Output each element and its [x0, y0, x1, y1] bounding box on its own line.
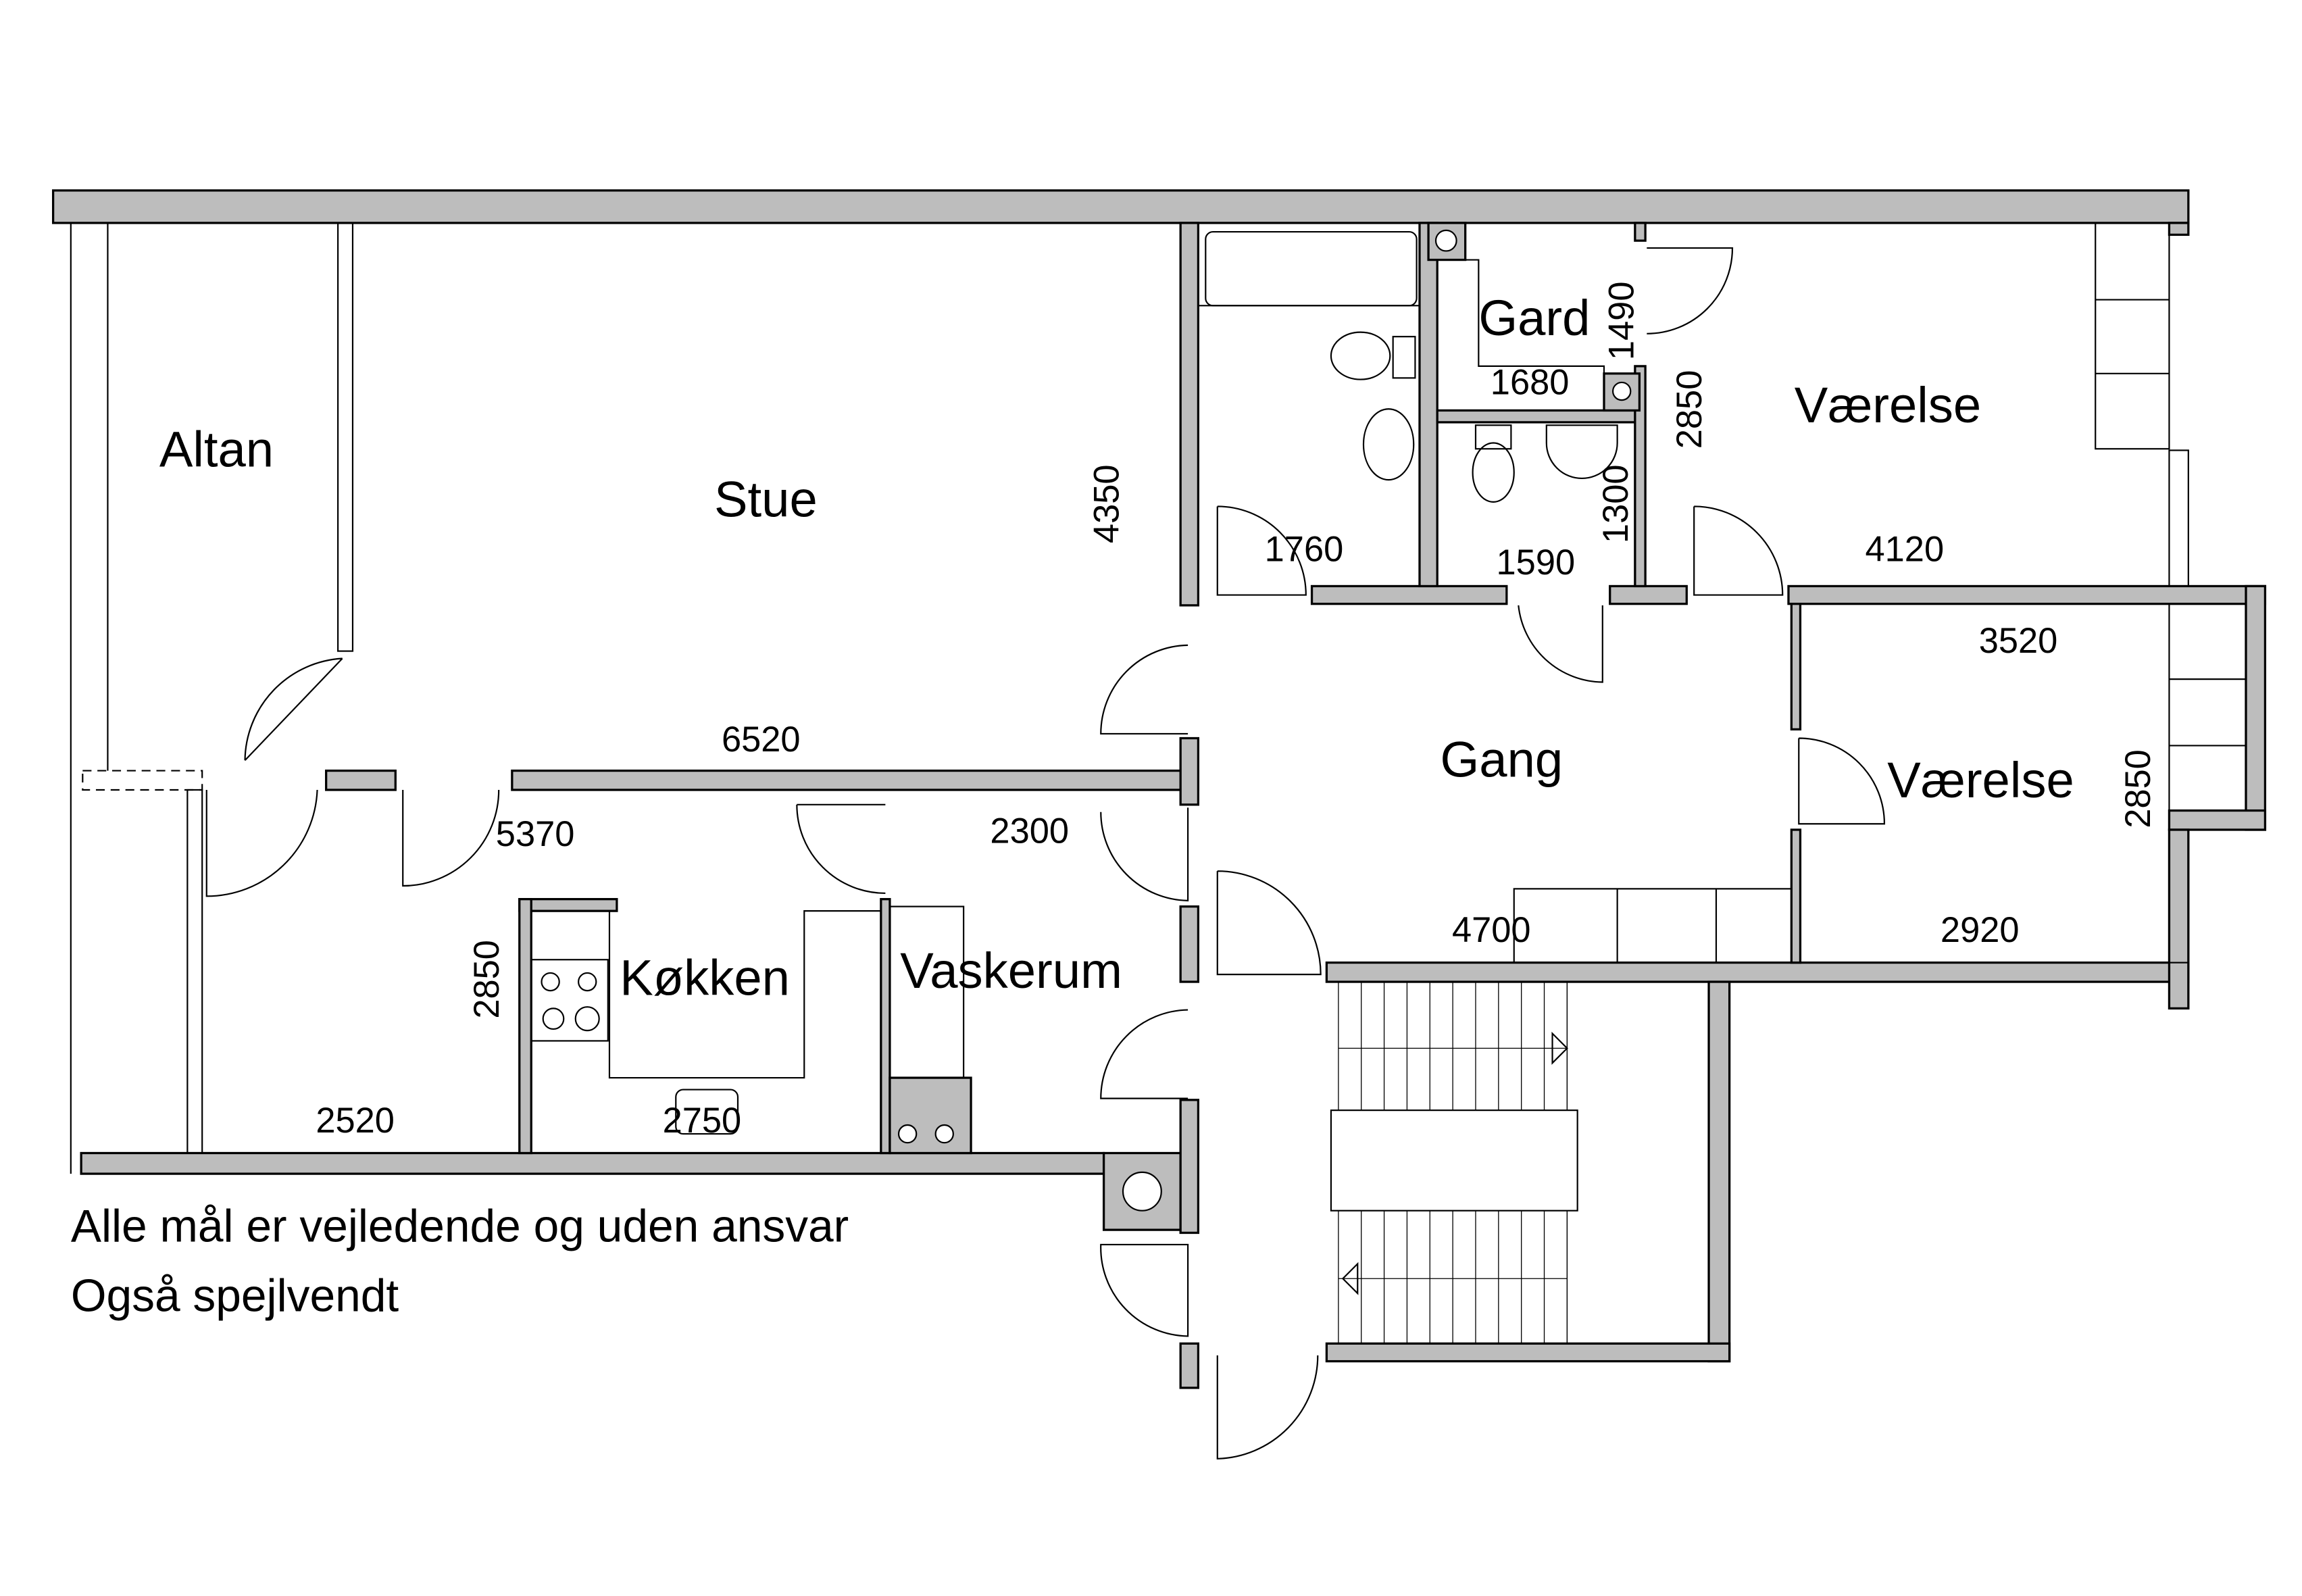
- dim-label: 2920: [1941, 911, 2020, 950]
- dim-label: 1300: [1597, 464, 1636, 543]
- dim-label: 2850: [1670, 370, 1709, 449]
- sink-icon: [1362, 408, 1415, 481]
- dim-label: 6520: [722, 720, 801, 759]
- dim-label: 4120: [1866, 530, 1945, 569]
- room-stue: Stue: [714, 472, 818, 528]
- dim-label: 2850: [2119, 749, 2158, 828]
- toilet-icon: [1472, 442, 1515, 503]
- dim-label: 2850: [468, 940, 507, 1019]
- dim-label: 2750: [663, 1101, 742, 1141]
- sink-icon: [1545, 424, 1618, 480]
- bathtub-icon: [1205, 230, 1418, 307]
- room-gang: Gang: [1441, 731, 1563, 787]
- fixtures: [70, 222, 2247, 1460]
- dim-label: 5370: [496, 815, 575, 854]
- dim-label: 1590: [1497, 543, 1576, 582]
- dim-label: 4350: [1087, 464, 1126, 543]
- walls: [51, 189, 2267, 1389]
- room-kokken: Køkken: [620, 950, 790, 1006]
- room-vaerelse-1: Værelse: [1795, 377, 1981, 433]
- room-labels: Altan Stue Gard Værelse Værelse Gang Køk…: [159, 290, 2074, 1006]
- dim-label: 2300: [990, 812, 1069, 851]
- dim-label: 1680: [1491, 363, 1570, 402]
- mirror-note: Også spejlvendt: [71, 1270, 399, 1321]
- dim-label: 3520: [1979, 622, 2058, 661]
- dim-label: 4700: [1452, 911, 1531, 950]
- chimney-icon: [1122, 1171, 1162, 1212]
- toilet-icon: [1330, 331, 1391, 380]
- dim-label: 1760: [1265, 530, 1344, 569]
- room-vaerelse-2: Værelse: [1887, 752, 2074, 808]
- staircase: [1330, 982, 1578, 1344]
- dim-label: 1490: [1603, 282, 1642, 361]
- room-vaskerum: Vaskerum: [900, 943, 1122, 999]
- dim-label: 2520: [316, 1101, 395, 1141]
- dimension-labels: 4350 6520 1760 1680 1490 1590 1300 2850 …: [316, 282, 2158, 1141]
- stove-icon: [530, 959, 609, 1042]
- room-altan: Altan: [159, 421, 274, 477]
- room-gard: Gard: [1478, 290, 1590, 346]
- disclaimer-note: Alle mål er vejledende og uden ansvar: [71, 1201, 849, 1252]
- doors: [205, 247, 1886, 1460]
